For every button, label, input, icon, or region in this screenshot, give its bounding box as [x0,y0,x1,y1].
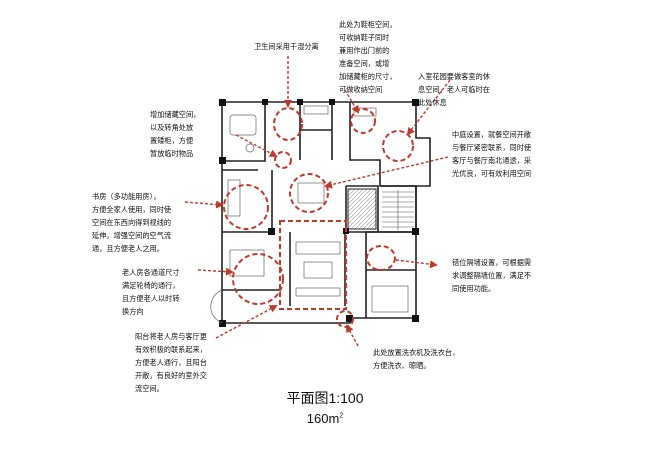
column [219,320,226,327]
note-garden: 入室花园要做客室的休 息空间，老人可临时在 此处休息 [418,72,490,107]
zone-shoe [350,108,376,134]
leader-lines [184,56,451,347]
highlight-zones [223,107,414,328]
wall-bedroom-east [365,231,416,318]
column [346,315,353,322]
note-staggered-wall: 错位隔墙设置，可根据需 求调整隔墙位置，满足不 同使用功能。 [452,258,532,293]
balcony-curve [210,289,223,324]
leader-balcony [215,305,278,339]
bed-west [229,249,265,277]
leader-garden [406,79,451,136]
kitchen-counter [303,105,329,115]
zone-dining [289,173,329,213]
plan-walls [221,101,431,324]
column [412,99,419,106]
bed-east [371,285,409,313]
area-unit: 2 [339,412,344,420]
zone-living [279,220,347,310]
desk [227,179,241,217]
note-balcony: 阳台将老人房与客厅更 有效积极的联系起来， 方便老人通行，且阳台 开敞，有良好的… [135,332,207,393]
zone-study [223,184,269,230]
sofa [295,241,341,255]
zone-laundry [336,310,354,328]
column [329,99,335,105]
leader-staggered [395,259,438,269]
column [297,99,303,105]
wall-bathroom [222,102,266,162]
zone-elderly [232,253,284,305]
column [412,228,419,235]
column [412,315,419,322]
elevator-shaft [347,188,377,230]
note-dining: 中庭设置，就餐空间开敞 与餐厅紧密联系，同时使 客厅与餐厅南北通透，采 光优良，… [452,130,532,178]
tv-cabinet [295,287,341,297]
note-shoe-storage: 此处为鞋柜空间， 可收纳鞋子同时 兼用作出门前的 准备空间，或增 加储藏柜的尺寸… [339,20,397,94]
note-elderly-passage: 老人房各通道尺寸 满足轮椅的通行， 且方便老人以时转 换方向 [122,268,180,316]
note-bathroom: 卫生间采用干湿分离 [254,42,319,51]
column [268,228,275,235]
zone-bathroom [273,107,303,141]
leader-storage [235,134,278,157]
column [219,157,226,164]
wall-living [289,232,346,306]
plan-title: 平面图1:100 [286,390,364,406]
zone-staggered-wall [366,245,396,271]
zone-garden [382,130,414,162]
area-value: 160m [306,411,340,426]
plan-columns [219,99,419,327]
note-study: 书房（多功能用房）， 方便全家人使用，同时使 空间在东西向得到视线的 延伸，增强… [92,192,172,253]
leader-study [184,200,224,209]
coffee-table [303,261,333,279]
bathtub [229,114,257,136]
dining-table [297,182,325,204]
toilet [245,143,255,153]
plan-furniture [210,105,409,324]
column [219,99,226,106]
leader-laundry [346,324,359,347]
leader-elderly [197,267,234,276]
plan-area: 160m2 [0,411,650,426]
zone-storage [274,151,292,169]
stairs [382,190,414,230]
leader-dining [324,156,449,189]
note-laundry: 此处放置洗衣机及洗衣台， 方便洗衣、晾晒。 [373,348,460,370]
note-storage: 增加储藏空间， 以及转角处放 置矮柜，方便 暂放临时物品 [150,110,201,158]
column [262,99,268,105]
leader-shoe [344,89,360,114]
wall-kitchen [299,102,333,160]
wall-study [222,169,273,233]
